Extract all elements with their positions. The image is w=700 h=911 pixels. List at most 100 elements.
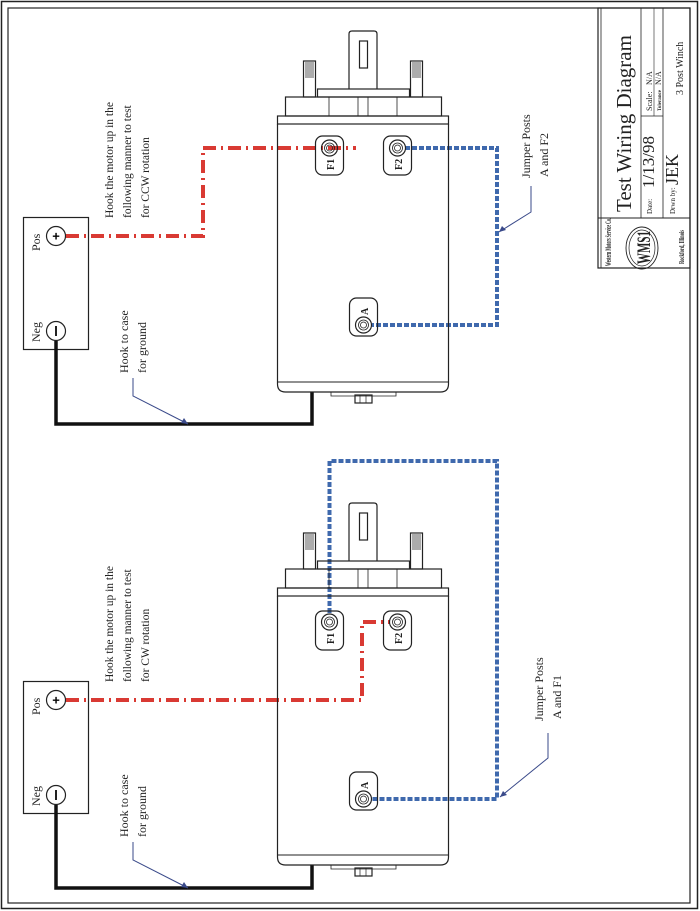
instruction-line: for CW rotation (140, 609, 152, 682)
date-value: 1/13/98 (639, 136, 658, 188)
terminal-f1-label: F1 (326, 159, 337, 170)
motor: F1 F2 A (276, 30, 450, 404)
motor-end-cap (276, 115, 450, 125)
instruction-line: following manner to test (122, 568, 134, 682)
shaft-keyway (358, 512, 369, 541)
jumper-note-line: A and F2 (537, 133, 551, 177)
battery-neg-label: Neg (29, 786, 43, 806)
terminal-post-icon (320, 139, 339, 157)
battery-neg-label: Neg (29, 322, 43, 342)
battery-pos-label: Pos (29, 233, 43, 251)
leader-arrow-icon (181, 882, 188, 888)
terminal-post-icon (320, 613, 339, 631)
case-bolt (354, 394, 373, 404)
leader-arrow-icon (499, 226, 506, 232)
jumper-note-line: Jumper Posts (532, 657, 546, 721)
motor-body (276, 596, 450, 866)
terminal-a (348, 297, 379, 337)
company-logo-ellipse (625, 226, 659, 270)
ground-note-line: for ground (135, 786, 149, 837)
company-location: Rockford, Illinois (678, 230, 686, 264)
negative-terminal-icon (45, 784, 67, 806)
ground-wire (54, 341, 314, 426)
tolerance-value: N/A (654, 71, 663, 85)
terminal-f1-label: F1 (326, 633, 337, 644)
mounting-stud (409, 532, 424, 570)
case-bolt (354, 867, 373, 877)
instruction-line: Hook the motor up in the (104, 102, 116, 218)
terminal-post-icon (354, 790, 373, 808)
ground-wire (54, 805, 314, 890)
drawn-by-label: Drwn by: (669, 187, 677, 214)
motor-flange (284, 96, 443, 117)
motor-body (276, 124, 450, 393)
terminal-f2 (382, 135, 413, 176)
drawing-title: Test Wiring Diagram (612, 35, 636, 212)
positive-wire (66, 146, 356, 238)
instruction-line: for CCW rotation (140, 137, 152, 218)
positive-symbol: + (52, 229, 60, 244)
jumper-wire (327, 459, 499, 801)
battery: Pos Neg + (22, 680, 90, 815)
jumper-note-line: A and F1 (550, 675, 564, 719)
battery-pos-label: Pos (29, 697, 43, 715)
jumper-note-line: Jumper Posts (519, 114, 533, 178)
ground-note-line: Hook to case (117, 310, 131, 373)
positive-wire (66, 620, 390, 702)
terminal-a (348, 771, 379, 811)
ground-note-leader (132, 842, 189, 889)
company-logo: WMS1 (634, 231, 655, 264)
leader-arrow-icon (500, 791, 507, 797)
motor-flange (284, 568, 443, 589)
leader-arrow-icon (181, 418, 188, 424)
ground-note-line: Hook to case (117, 774, 131, 837)
mounting-stud (302, 532, 317, 570)
motor-base (330, 392, 397, 397)
jumper-note-leader (499, 733, 549, 798)
company-logo-ellipse-inner (628, 229, 656, 267)
positive-terminal-icon (45, 689, 67, 711)
cw-diagram: Hook the motor up in the following manne… (22, 459, 564, 890)
drawn-by-value: JEK (662, 154, 682, 185)
scale-value: N/A (645, 71, 654, 85)
shaft-keyway (358, 40, 369, 69)
ground-note-line: for ground (135, 322, 149, 373)
tolerance-label: Tolerance (658, 89, 663, 111)
terminal-f1 (314, 610, 345, 651)
positive-symbol: + (52, 693, 60, 708)
terminal-post-icon (354, 316, 373, 334)
ground-note-leader (132, 378, 189, 425)
motor-end-cap (276, 587, 450, 597)
part-name: 3 Post Winch (675, 42, 686, 95)
motor-base (330, 865, 397, 870)
negative-terminal-icon (45, 320, 67, 342)
instruction-line: Hook the motor up in the (104, 566, 116, 682)
mounting-stud (302, 60, 317, 98)
terminal-post-icon (388, 139, 407, 157)
mounting-stud (409, 60, 424, 98)
terminal-post-icon (388, 613, 407, 631)
terminal-f2-label: F2 (394, 159, 405, 170)
title-block: Test Wiring Diagram Date: 1/13/98 Scale:… (597, 7, 691, 270)
ccw-diagram: Hook the motor up in the following manne… (22, 30, 551, 426)
inner-border (7, 7, 691, 904)
motor: F1 F2 A (276, 502, 450, 877)
scale-label: Scale: (645, 91, 654, 111)
jumper-wire (372, 146, 499, 327)
title-block-frame (597, 7, 691, 269)
instruction-line: following manner to test (122, 104, 134, 218)
shaft-collar (316, 88, 411, 98)
jumper-note-leader (498, 186, 532, 233)
company-name: Western Motors Service Co. (603, 218, 613, 266)
terminal-f1 (314, 135, 345, 176)
date-label: Date: (646, 199, 654, 214)
terminal-a-label: A (360, 781, 371, 789)
motor-shaft (348, 30, 378, 89)
positive-terminal-icon (45, 225, 67, 247)
terminal-f2 (382, 610, 413, 651)
terminal-a-label: A (360, 307, 371, 315)
motor-shaft (348, 502, 378, 561)
terminal-f2-label: F2 (394, 633, 405, 644)
